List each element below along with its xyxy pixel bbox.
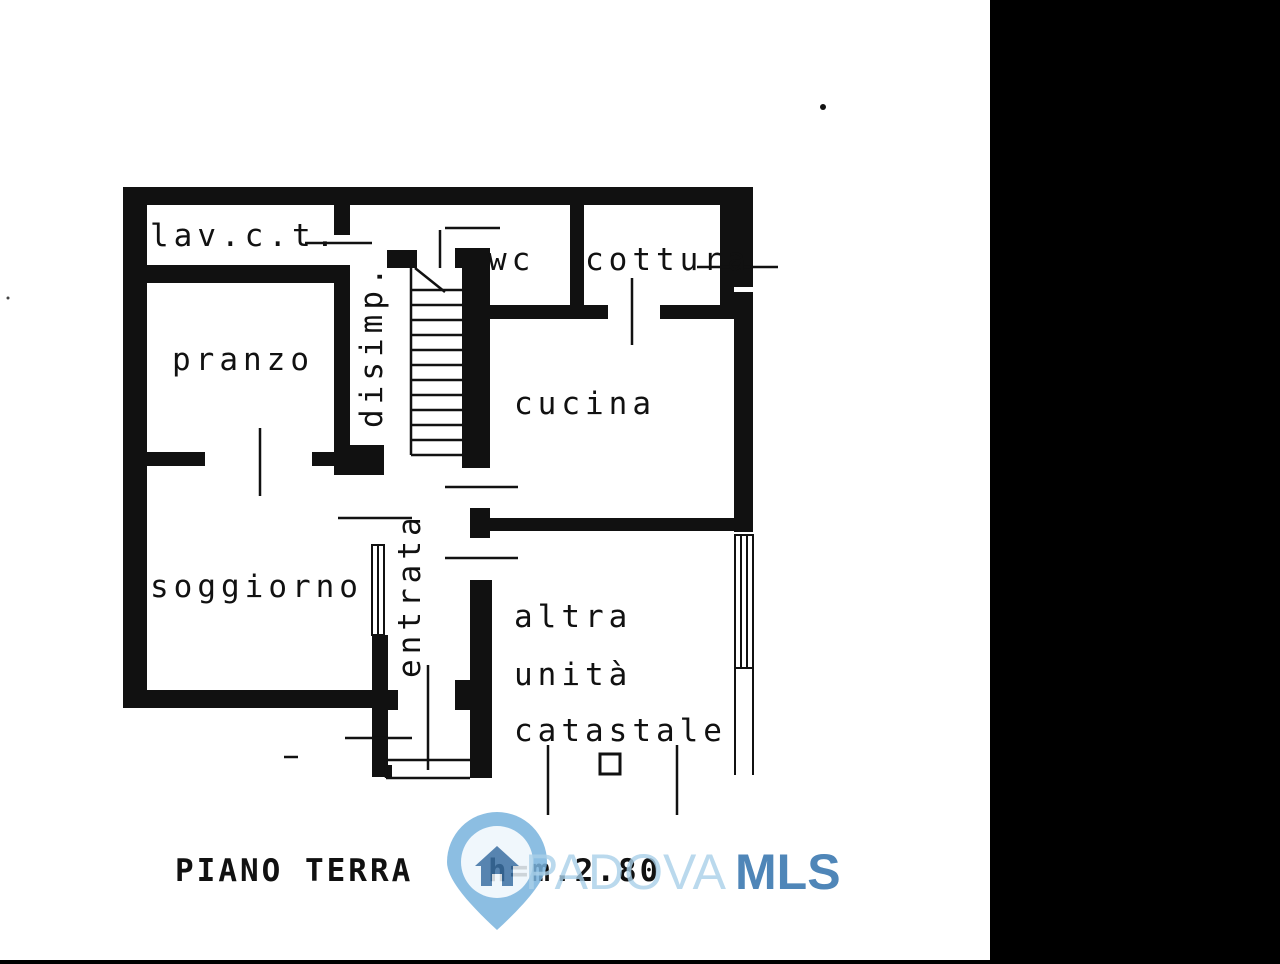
interior-walls [147, 205, 736, 778]
staircase [409, 226, 500, 457]
room-label-unita: unità [514, 657, 632, 693]
room-label-cottura: cottura [585, 242, 751, 278]
floor-plan-canvas: lav.c.t. wc cottura disimp. pranzo cucin… [0, 0, 990, 960]
watermark-text-mls: MLS [735, 844, 841, 900]
stray-dot [6, 296, 10, 300]
watermark-text-padova: PADOVA [525, 844, 727, 900]
room-label-entrata: entrata [392, 512, 428, 678]
watermark-logo: PADOVA MLS [447, 812, 841, 930]
room-label-cucina: cucina [514, 386, 656, 422]
stray-dot [820, 104, 826, 110]
house-pin-icon [447, 812, 547, 930]
room-label-catastale: catastale [514, 713, 727, 749]
black-margin [990, 0, 1280, 960]
room-label-disimp: disimp. [354, 262, 390, 428]
room-label-pranzo: pranzo [172, 342, 314, 378]
room-label-soggiorno: soggiorno [150, 569, 363, 605]
room-label-wc: wc [488, 242, 535, 278]
floor-title: PIANO TERRA [175, 853, 413, 889]
room-label-lav-ct: lav.c.t. [150, 218, 339, 254]
pillar-symbol [598, 752, 622, 776]
floor-plan-drawing: lav.c.t. wc cottura disimp. pranzo cucin… [6, 104, 841, 930]
room-label-altra: altra [514, 599, 632, 635]
windows [127, 324, 754, 775]
door-and-opening-lines [258, 241, 778, 815]
